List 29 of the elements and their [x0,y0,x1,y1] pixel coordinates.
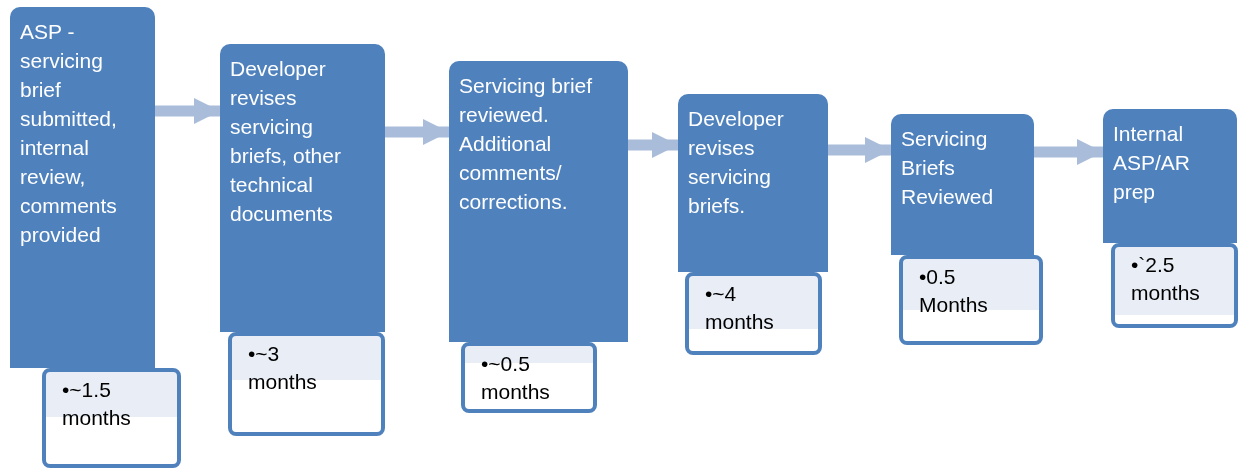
process-box [1103,109,1237,243]
process-box [678,94,828,272]
duration-label: •~1.5 months [62,377,132,431]
duration-box [899,255,1043,345]
duration-box [1111,243,1238,328]
duration-label: •~3 months [248,341,318,395]
duration-label: •`2.5 months [1131,252,1201,306]
duration-label: •~0.5 months [481,351,551,405]
step-label: Developer revises servicing briefs, other technical documents [230,56,342,227]
arrow [1034,138,1103,166]
duration-label: •~4 months [705,281,775,335]
step-label: Servicing Briefs Reviewed [901,126,995,210]
process-box [891,114,1034,255]
arrow [828,136,891,164]
step-label: Developer revises servicing briefs. [688,106,785,219]
arrow [628,131,678,159]
step-label: Internal ASP/AR prep [1113,121,1192,205]
process-box [449,61,628,342]
duration-box [42,368,181,468]
step-label: Servicing brief reviewed. Additional comments/ corrections. [459,73,594,215]
process-box [10,7,155,368]
duration-box [228,332,385,436]
duration-box [461,342,597,413]
duration-label: •0.5 Months [919,264,989,318]
process-box [220,44,385,332]
arrow [385,118,449,146]
step-label: ASP - servicing brief submitted, internal review, comments provided [20,19,118,248]
arrow [155,97,220,125]
duration-box [685,272,822,355]
